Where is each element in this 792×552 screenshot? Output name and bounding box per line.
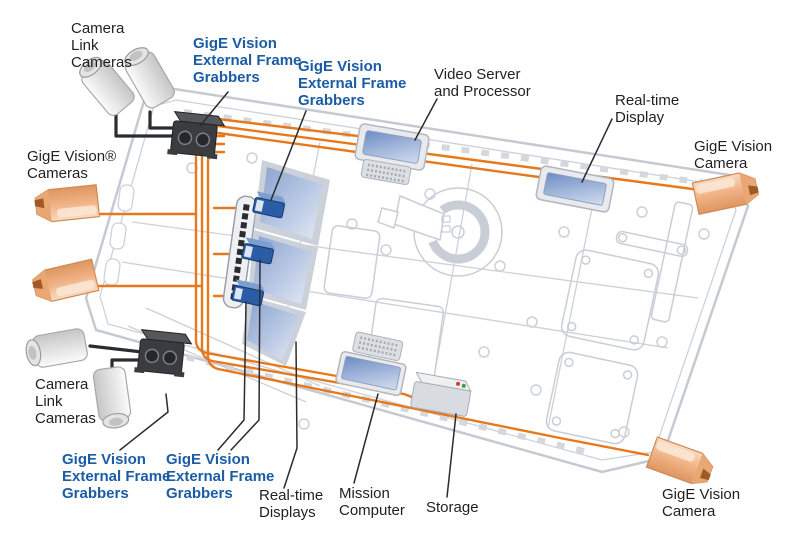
- label-frame-grabbers-bottom-2: GigE Vision External Frame Grabbers: [166, 451, 275, 503]
- label-frame-grabbers-top-2: GigE Vision External Frame Grabbers: [298, 58, 407, 110]
- camera-link-camera-icon: [79, 56, 135, 116]
- gige-vision-camera-icon: [691, 172, 759, 216]
- label-storage: Storage: [426, 499, 479, 516]
- camera-link-camera-icon: [124, 47, 175, 109]
- gige-vision-camera-icon: [34, 184, 101, 223]
- storage-icon: [410, 371, 472, 417]
- video-server-keyboard-icon: [360, 158, 412, 186]
- label-camera-link-cameras-bottom: Camera Link Cameras: [35, 376, 96, 428]
- label-camera-link-cameras-top: Camera Link Cameras: [71, 20, 132, 72]
- real-time-display-icon: [535, 165, 615, 213]
- leader-lines: [119, 91, 613, 498]
- label-gige-vision-cameras-left: GigE Vision® Cameras: [27, 148, 117, 183]
- camera-link-camera-icon: [25, 328, 88, 368]
- gige-frame-grabber-icon: [231, 279, 265, 307]
- gige-vision-camera-icon: [32, 258, 100, 302]
- label-real-time-display: Real-time Display: [615, 92, 680, 127]
- console-display-panels: [242, 160, 330, 366]
- label-gige-vision-camera-right: GigE Vision Camera: [694, 138, 773, 173]
- camera-link-camera-icon: [92, 366, 132, 429]
- turret-outline: [377, 187, 503, 277]
- gige-vision-camera-icon: [645, 436, 714, 485]
- frame-grabber-box-icon: [134, 329, 193, 378]
- label-frame-grabbers-top-1: GigE Vision External Frame Grabbers: [193, 35, 302, 87]
- label-frame-grabbers-bottom-1: GigE Vision External Frame Grabbers: [62, 451, 171, 503]
- label-real-time-displays: Real-time Displays: [259, 487, 324, 522]
- label-gige-vision-camera-bottom: GigE Vision Camera: [662, 486, 741, 521]
- frame-grabber-box-icon: [167, 111, 226, 160]
- mission-computer-icon: [335, 331, 407, 397]
- label-mission-computer: Mission Computer: [339, 485, 405, 520]
- label-video-server-processor: Video Server and Processor: [434, 66, 531, 101]
- gige-frame-grabber-icon: [241, 237, 275, 265]
